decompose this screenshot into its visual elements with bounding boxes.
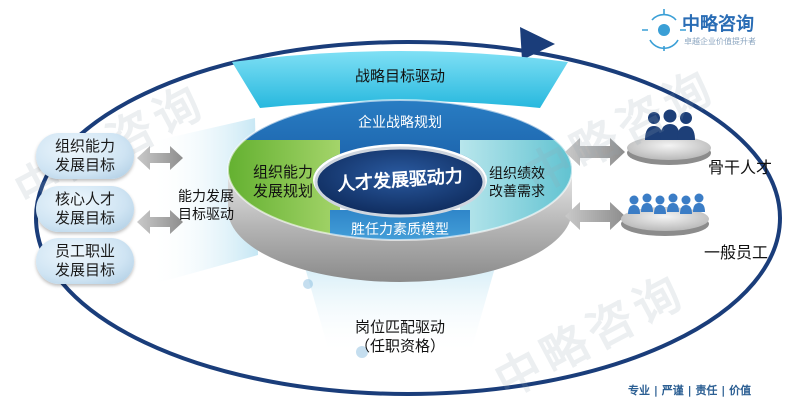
position-driver-label: 岗位匹配驱动 （任职资格） (354, 318, 445, 355)
left-double-arrows (137, 146, 183, 234)
logo-tagline: 卓越企业价值提升者 (684, 37, 756, 46)
footer-tagline: 专业 | 严谨 | 责任 | 价值 (628, 384, 751, 398)
competency-model-label: 胜任力素质模型 (351, 222, 449, 238)
footer-part-4: 价值 (729, 384, 752, 397)
orbit-arrowhead (520, 27, 555, 60)
enterprise-strategy-label: 企业战略规划 (358, 115, 442, 131)
core-talent-label: 骨干人才 (707, 158, 772, 177)
top-band (232, 51, 568, 108)
general-staff-people-icon (628, 193, 705, 214)
footer-part-2: 严谨 (661, 384, 684, 397)
org-capability-label: 组织能力 发展规划 (252, 163, 313, 200)
core-talent-people-icon (645, 109, 695, 140)
footer-separator-1: | (653, 384, 658, 397)
capability-driver-label: 能力发展 目标驱动 (178, 189, 234, 223)
logo-name: 中略咨询 (682, 14, 754, 35)
ring-base (228, 170, 572, 282)
core-talent-disc (627, 136, 711, 165)
org-performance-label: 组织绩效 改善需求 (489, 166, 545, 200)
goal-org-capability: 组织能力 发展目标 (36, 133, 134, 179)
goal-employee-career: 员工职业 发展目标 (36, 238, 134, 284)
footer-separator-3: | (721, 384, 726, 397)
goal-core-talent: 核心人才 发展目标 (36, 186, 134, 232)
center-hub (314, 146, 486, 218)
footer-part-3: 责任 (695, 384, 718, 397)
footer-part-1: 专业 (628, 384, 650, 397)
footer-separator-2: | (687, 384, 692, 397)
right-double-arrows (565, 138, 625, 230)
strategy-goal-label: 战略目标驱动 (354, 67, 445, 85)
logo-mark-icon (642, 9, 686, 51)
general-staff-label: 一般员工 (703, 243, 768, 262)
outer-orbit (34, 40, 782, 396)
